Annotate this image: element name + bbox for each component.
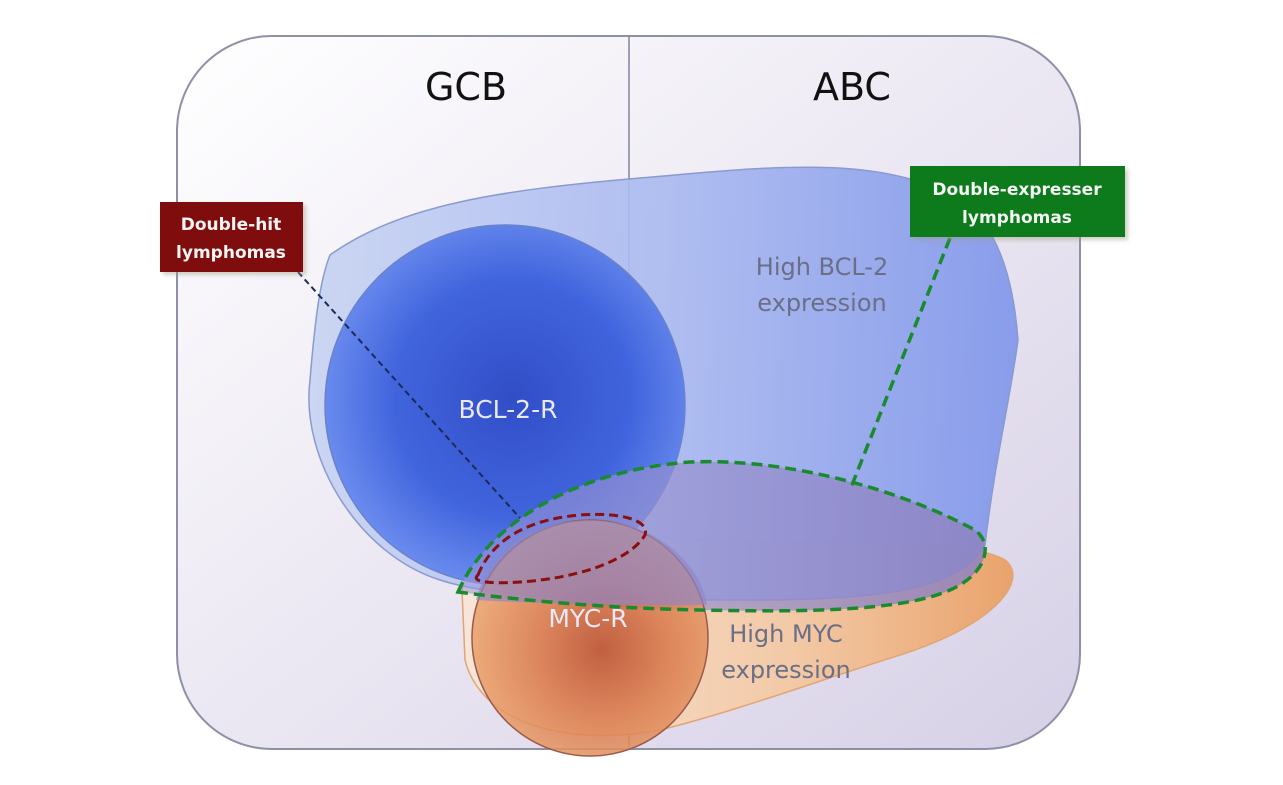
double-hit-outline [474, 512, 647, 585]
double-expresser-callout [910, 166, 1125, 237]
double-expresser-callout-line2: lymphomas [962, 208, 1072, 228]
high-myc-label-line1: High MYC [729, 620, 843, 648]
double-hit-leader-line [297, 271, 521, 519]
bcl2-r-label: BCL-2-R [459, 395, 558, 424]
myc-r-label: MYC-R [548, 604, 627, 633]
double-expresser-leader-line [848, 237, 952, 491]
double-hit-callout-line1: Double-hit [181, 215, 282, 235]
column-title-abc: ABC [813, 65, 891, 109]
double-expresser-callout-box [910, 166, 1125, 237]
double-expresser-callout-line1: Double-expresser [932, 180, 1102, 200]
double-hit-callout [160, 202, 303, 272]
high-bcl2-label-line1: High BCL-2 [756, 253, 888, 281]
high-bcl2-label-line2: expression [757, 289, 886, 317]
double-hit-callout-line2: lymphomas [176, 243, 286, 263]
high-myc-label-line2: expression [721, 656, 850, 684]
double-hit-callout-box [160, 202, 303, 272]
myc-bcl2-overlap [476, 520, 707, 606]
column-title-gcb: GCB [425, 65, 507, 109]
